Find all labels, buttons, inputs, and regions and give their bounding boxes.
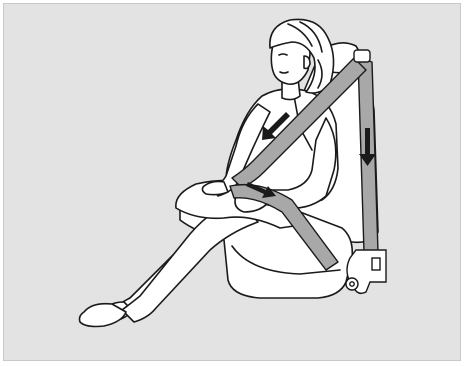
ear [304,56,310,69]
retractor-slot [372,258,380,270]
anchor-bolt-inner [350,282,354,286]
d-ring-anchor [354,50,370,62]
